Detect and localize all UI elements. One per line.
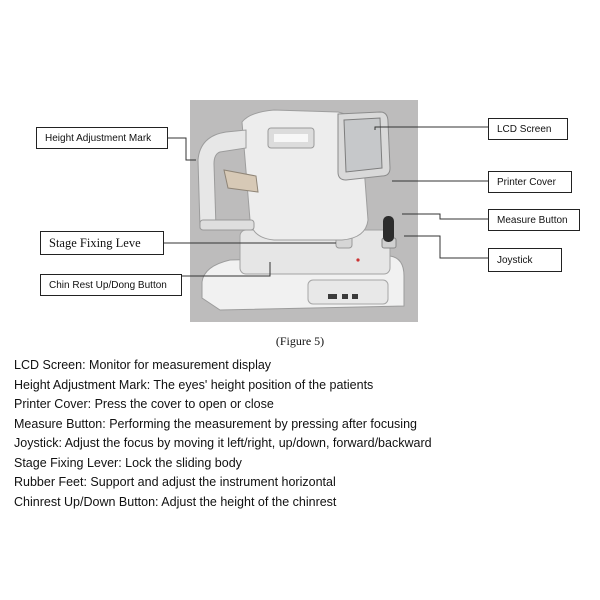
instrument-figure: Height Adjustment Mark LCD Screen Printe… bbox=[0, 0, 600, 340]
printer-cover-label: Printer Cover bbox=[488, 171, 572, 193]
figure-caption: (Figure 5) bbox=[0, 334, 600, 349]
legend-item-rubber-feet: Rubber Feet: Support and adjust the inst… bbox=[14, 473, 584, 493]
legend-item-height-adjustment-mark: Height Adjustment Mark: The eyes' height… bbox=[14, 376, 584, 396]
stage-fixing-lever-label: Stage Fixing Leve bbox=[40, 231, 164, 255]
legend-item-lcd-screen: LCD Screen: Monitor for measurement disp… bbox=[14, 356, 584, 376]
height-adjustment-mark-label: Height Adjustment Mark bbox=[36, 127, 168, 149]
legend-item-stage-fixing-lever: Stage Fixing Lever: Lock the sliding bod… bbox=[14, 454, 584, 474]
legend-item-chinrest-button: Chinrest Up/Down Button: Adjust the heig… bbox=[14, 493, 584, 513]
measure-button-label: Measure Button bbox=[488, 209, 580, 231]
joystick-label: Joystick bbox=[488, 248, 562, 272]
legend-list: LCD Screen: Monitor for measurement disp… bbox=[14, 356, 584, 512]
instrument-photo bbox=[190, 100, 418, 322]
lcd-screen-label: LCD Screen bbox=[488, 118, 568, 140]
chin-rest-button-label: Chin Rest Up/Dong Button bbox=[40, 274, 182, 296]
legend-item-measure-button: Measure Button: Performing the measureme… bbox=[14, 415, 584, 435]
legend-item-joystick: Joystick: Adjust the focus by moving it … bbox=[14, 434, 584, 454]
legend-item-printer-cover: Printer Cover: Press the cover to open o… bbox=[14, 395, 584, 415]
